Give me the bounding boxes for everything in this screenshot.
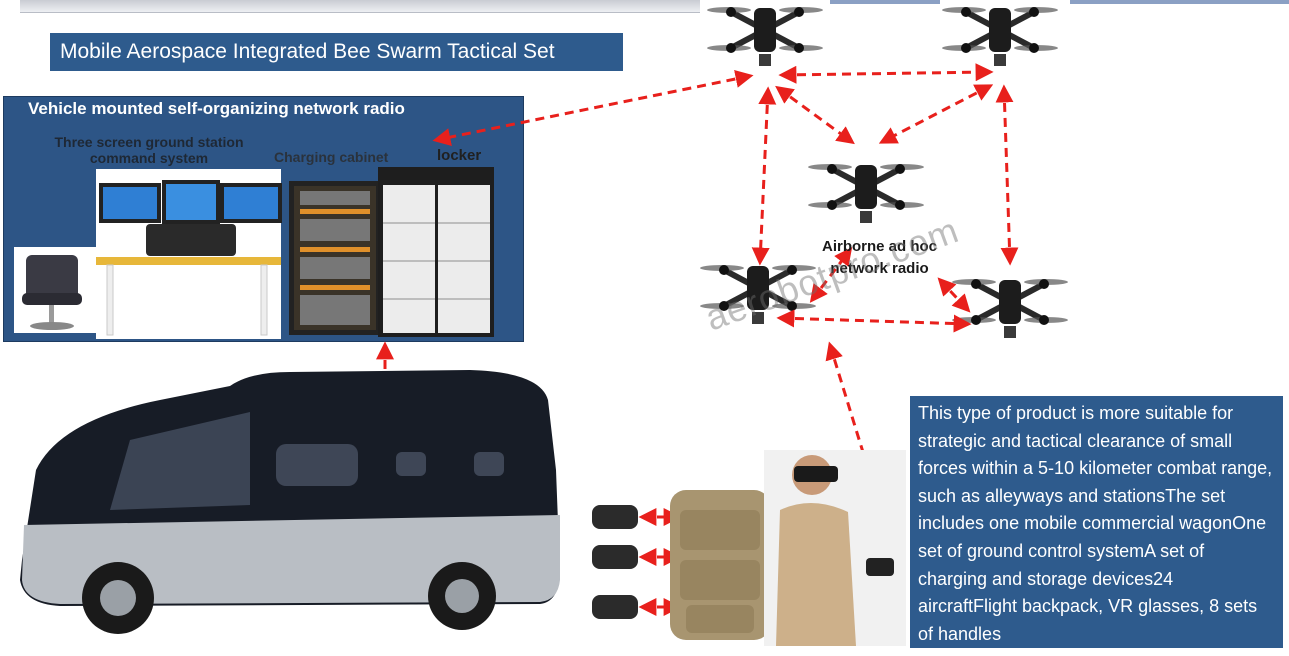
vr-operator-image	[764, 450, 906, 646]
locker-image	[378, 167, 494, 337]
ground-equipment-illustration	[14, 167, 494, 339]
header-strip-right	[830, 0, 940, 4]
description-box: This type of product is more suitable fo…	[910, 396, 1283, 648]
header-strip-far-right	[1070, 0, 1289, 4]
three-screen-station-image	[99, 180, 282, 256]
drone-bottom-right	[952, 279, 1068, 338]
header-strip	[20, 0, 700, 13]
slide-title: Mobile Aerospace Integrated Bee Swarm Ta…	[50, 33, 623, 71]
cabinet-label: Charging cabinet	[274, 149, 389, 165]
station-label: Three screen ground station command syst…	[54, 134, 244, 166]
handheld-units	[592, 505, 638, 619]
airborne-radio-label: Airborne ad hoc network radio	[821, 238, 937, 277]
locker-label: locker	[437, 147, 482, 164]
office-chair-image	[14, 247, 96, 333]
drone-center	[808, 164, 924, 223]
drone-top-right	[942, 7, 1058, 66]
ground-radio-panel: Vehicle mounted self-organizing network …	[3, 96, 524, 342]
van-image	[20, 370, 560, 634]
drone-top-left	[707, 7, 823, 66]
charging-cabinet-image	[289, 181, 381, 335]
flight-backpack-image	[670, 490, 770, 640]
ground-radio-panel-title: Vehicle mounted self-organizing network …	[28, 99, 405, 118]
